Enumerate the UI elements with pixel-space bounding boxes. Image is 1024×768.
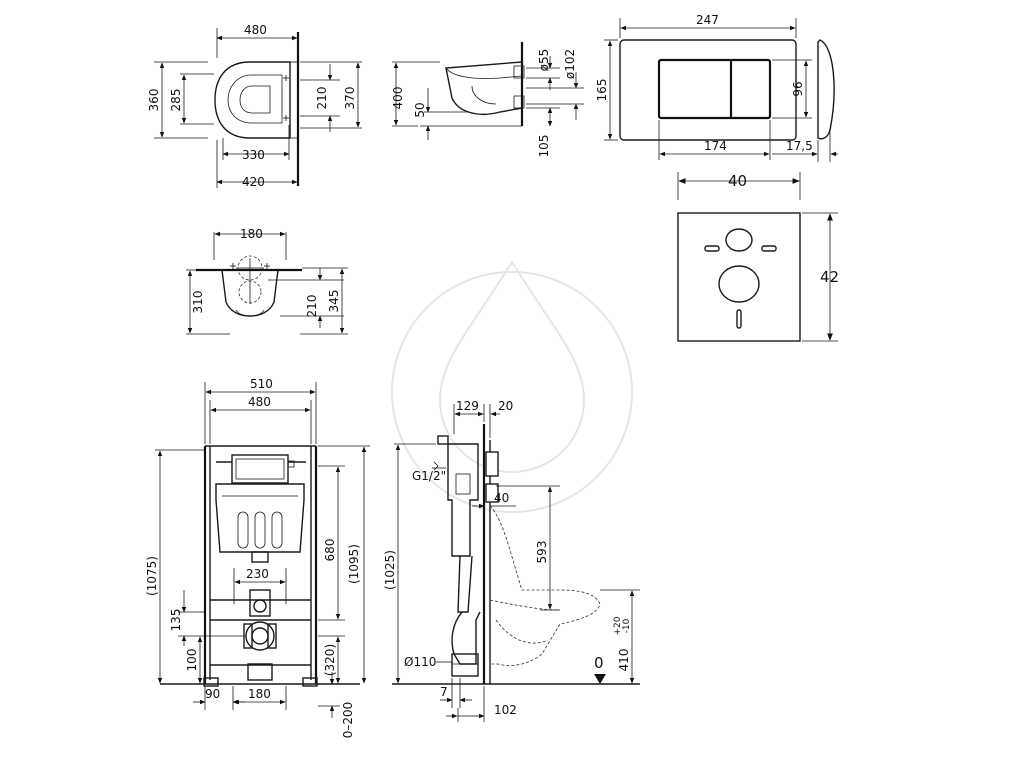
- dim-310: 310: [191, 291, 205, 314]
- dim-410: 410: [617, 649, 631, 672]
- tol-minus: -10: [622, 618, 632, 633]
- dim-370: 370: [343, 87, 357, 110]
- dim-210: 210: [315, 87, 329, 110]
- dim-480: 480: [244, 23, 267, 37]
- dim-165: 165: [595, 79, 609, 102]
- dim-d55: ø55: [537, 49, 551, 72]
- dim-7: 7: [440, 685, 448, 699]
- dim-180: 180: [240, 227, 263, 241]
- dim-20: 20: [498, 399, 513, 413]
- dim-0-200: 0–200: [341, 702, 355, 739]
- dim-247: 247: [696, 13, 719, 27]
- frame-side: 129 20 G1/2" (1025) 40 593 Ø110 0 410 +2…: [383, 399, 640, 722]
- dim-100: 100: [185, 649, 199, 672]
- dim-102: 102: [494, 703, 517, 717]
- dim-180-b: 180: [248, 687, 271, 701]
- dim-330: 330: [242, 148, 265, 162]
- level-marker-icon: [594, 674, 606, 684]
- thread-g12: G1/2": [412, 469, 446, 483]
- dim-135: 135: [169, 609, 183, 632]
- dim-400: 400: [391, 87, 405, 110]
- dim-d102: ø102: [563, 49, 577, 79]
- dim-1095: (1095): [347, 544, 361, 584]
- dim-1025: (1025): [383, 550, 397, 590]
- dim-129: 129: [456, 399, 479, 413]
- dim-40: 40: [728, 172, 747, 190]
- dim-17-5: 17,5: [786, 139, 813, 153]
- dim-360: 360: [147, 89, 161, 112]
- dim-285: 285: [169, 89, 183, 112]
- dim-593: 593: [535, 541, 549, 564]
- sound-pad: 40 42: [677, 172, 839, 342]
- side-view: 400 50 ø55 ø102 105: [391, 42, 584, 157]
- dim-42: 42: [820, 268, 839, 286]
- dim-1075: (1075): [145, 556, 159, 596]
- dim-210-b: 210: [305, 295, 319, 318]
- dim-40-b: 40: [494, 491, 509, 505]
- dim-480-b: 480: [248, 395, 271, 409]
- watermark-drop-icon: [391, 260, 633, 513]
- level-zero: 0: [594, 654, 604, 672]
- frame-front: 510 480 (1075) 680 (1095) 230 135 100 (3…: [145, 377, 370, 738]
- front-bowl: 180 310 210 345: [186, 227, 348, 335]
- dim-96: 96: [791, 81, 805, 96]
- dim-105: 105: [537, 135, 551, 158]
- top-view: 480 360 285 210 370 330 420: [147, 23, 362, 189]
- dim-420: 420: [242, 175, 265, 189]
- dim-345: 345: [327, 290, 341, 313]
- dim-90: 90: [205, 687, 220, 701]
- dim-230: 230: [246, 567, 269, 581]
- dim-50: 50: [413, 102, 427, 117]
- tol-plus: +20: [613, 616, 623, 635]
- dim-320: (320): [323, 644, 337, 676]
- flush-plate: 247 165 96 174 17,5: [595, 13, 838, 162]
- dim-680: 680: [323, 539, 337, 562]
- dim-510: 510: [250, 377, 273, 391]
- dim-d110: Ø110: [404, 655, 436, 669]
- dim-174: 174: [704, 139, 727, 153]
